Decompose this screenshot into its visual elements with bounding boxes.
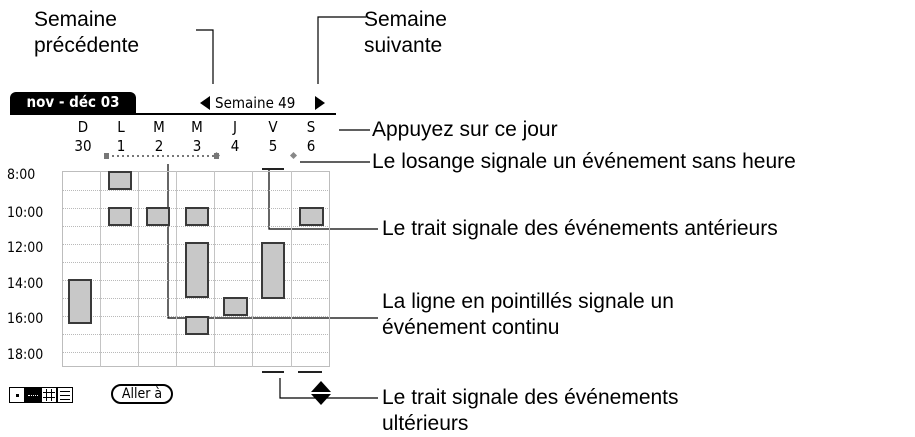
later-events-marker[interactable] bbox=[262, 371, 284, 373]
day-number[interactable]: 2 bbox=[154, 137, 164, 155]
event-block[interactable] bbox=[299, 207, 324, 226]
event-block[interactable] bbox=[185, 207, 209, 226]
month-title-tab[interactable]: nov - déc 03 bbox=[10, 92, 136, 113]
event-block[interactable] bbox=[223, 297, 248, 316]
callout-diamond: Le losange signale un événement sans heu… bbox=[372, 150, 796, 173]
week-view-screen: nov - déc 03 Semaine 49 D L M M J V S 30… bbox=[3, 90, 336, 408]
title-underline bbox=[10, 113, 336, 115]
callout-line: événement continu bbox=[382, 316, 560, 339]
event-block[interactable] bbox=[261, 242, 285, 299]
time-label: 18:00 bbox=[7, 347, 44, 363]
leader-next-week bbox=[317, 16, 366, 84]
day-header-thursday[interactable]: J bbox=[233, 118, 237, 136]
month-view-icon[interactable] bbox=[41, 387, 57, 403]
next-week-icon[interactable] bbox=[314, 96, 326, 110]
callout-earlier-events: Le trait signale des événements antérieu… bbox=[382, 217, 778, 240]
time-label: 12:00 bbox=[7, 240, 44, 256]
goto-button[interactable]: Aller à bbox=[111, 384, 173, 404]
untimed-event-diamond bbox=[289, 151, 298, 160]
agenda-view-icon[interactable] bbox=[57, 387, 73, 403]
callout-line: suivante bbox=[364, 34, 443, 57]
week-grid[interactable] bbox=[62, 171, 330, 367]
day-header-friday[interactable]: V bbox=[268, 118, 278, 136]
event-block[interactable] bbox=[185, 316, 209, 335]
callout-line: précédente bbox=[34, 34, 140, 57]
day-number[interactable]: 6 bbox=[306, 137, 316, 155]
grid-column-line bbox=[291, 171, 292, 367]
grid-row-line bbox=[62, 190, 330, 191]
day-number[interactable]: 1 bbox=[116, 137, 126, 155]
grid-row-line bbox=[62, 226, 330, 227]
day-number[interactable]: 5 bbox=[268, 137, 278, 155]
day-number[interactable]: 30 bbox=[74, 137, 92, 155]
event-block[interactable] bbox=[146, 207, 170, 226]
leader-previous-week bbox=[196, 29, 214, 84]
week-label: Semaine 49 bbox=[215, 94, 296, 112]
scroll-arrows-icon[interactable] bbox=[310, 380, 332, 406]
callout-tap-day: Appuyez sur ce jour bbox=[372, 118, 558, 141]
callout-previous-week: Semaine précédente bbox=[34, 7, 139, 59]
continuous-event-dotted-line bbox=[104, 153, 219, 159]
previous-week-icon[interactable] bbox=[199, 96, 211, 110]
day-number[interactable]: 3 bbox=[192, 137, 202, 155]
grid-column-line bbox=[214, 171, 215, 367]
day-view-icon[interactable] bbox=[9, 387, 25, 403]
callout-line: Semaine bbox=[34, 8, 117, 31]
callout-line: Le trait signale des événements bbox=[382, 386, 679, 409]
time-label: 14:00 bbox=[7, 276, 44, 292]
time-label: 10:00 bbox=[7, 205, 44, 221]
callout-line: ultérieurs bbox=[382, 412, 469, 435]
callout-continuous-event: La ligne en pointillés signale un événem… bbox=[382, 289, 674, 341]
day-header-wednesday[interactable]: M bbox=[191, 118, 203, 136]
callout-line: La ligne en pointillés signale un bbox=[382, 290, 674, 313]
later-events-marker[interactable] bbox=[298, 371, 322, 373]
day-number[interactable]: 4 bbox=[230, 137, 240, 155]
day-header-sunday[interactable]: D bbox=[77, 118, 89, 136]
grid-column-line bbox=[176, 171, 177, 367]
grid-row-line bbox=[62, 298, 330, 299]
day-header-tuesday[interactable]: M bbox=[153, 118, 165, 136]
event-block[interactable] bbox=[108, 171, 132, 190]
callout-later-events: Le trait signale des événements ultérieu… bbox=[382, 385, 679, 437]
event-block[interactable] bbox=[108, 207, 132, 226]
grid-column-line bbox=[138, 171, 139, 367]
week-view-icon[interactable] bbox=[25, 387, 41, 403]
callout-line: Semaine bbox=[364, 8, 447, 31]
grid-column-line bbox=[252, 171, 253, 367]
grid-column-line bbox=[100, 171, 101, 367]
day-header-monday[interactable]: L bbox=[117, 118, 125, 136]
callout-next-week: Semaine suivante bbox=[364, 7, 447, 59]
event-block[interactable] bbox=[68, 279, 92, 324]
day-header-saturday[interactable]: S bbox=[306, 118, 316, 136]
event-block[interactable] bbox=[185, 242, 209, 298]
earlier-events-marker[interactable] bbox=[262, 168, 284, 170]
time-label: 16:00 bbox=[7, 311, 44, 327]
grid-row-line bbox=[62, 352, 330, 353]
time-label: 8:00 bbox=[7, 167, 36, 183]
